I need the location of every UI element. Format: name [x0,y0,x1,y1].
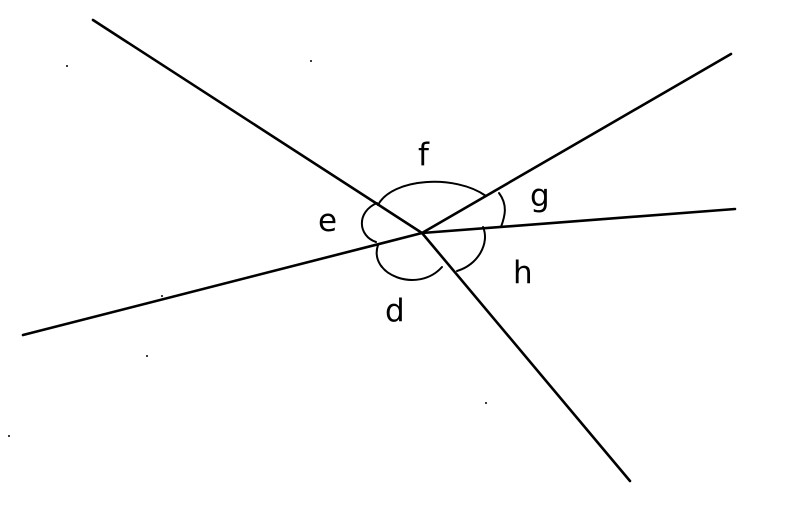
angle-arc-f [377,180,487,206]
angle-label-e: e [318,203,337,239]
angle-label-f: f [418,137,430,173]
scan-speck [485,402,487,404]
angle-arc-d [375,244,443,281]
scan-speck [161,295,163,297]
ray-right [420,207,737,235]
angle-label-d: d [385,293,405,329]
ray-left [21,231,424,337]
angle-label-g: g [530,178,550,214]
scan-speck [66,65,68,67]
angle-arc-e [361,202,378,243]
angle-label-h: h [513,255,533,291]
scan-speck [146,355,148,357]
angle-arc-g [498,192,506,228]
ray-upper-right [420,52,733,235]
ray-lower-right [420,231,632,483]
scan-speck [310,60,312,62]
angle-arc-h [456,226,486,272]
ray-upper-left [91,18,424,235]
scan-speck [8,435,10,437]
